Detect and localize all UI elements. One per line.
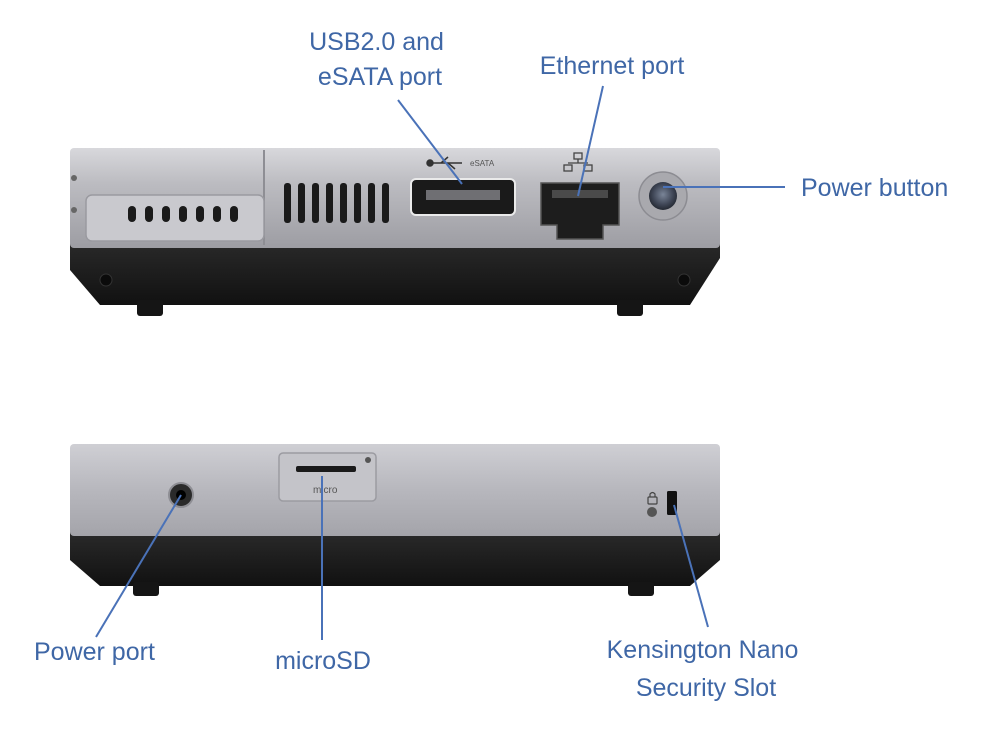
vent-slot xyxy=(284,183,291,223)
lock-icon xyxy=(647,491,658,517)
label-usb-esata-line2: eSATA port xyxy=(318,63,442,91)
rear-screw-right xyxy=(677,273,691,287)
front-foot-left xyxy=(133,582,159,596)
leader-power-port xyxy=(95,494,182,638)
label-kensington-line1: Kensington Nano xyxy=(607,636,799,664)
label-ethernet: Ethernet port xyxy=(540,52,685,80)
vent-slot xyxy=(382,183,389,223)
vent-slot xyxy=(162,206,170,222)
lock-icon-shackle xyxy=(649,491,656,497)
leader-usb-esata xyxy=(397,99,463,185)
leader-kensington xyxy=(673,504,709,628)
network-icon-node xyxy=(563,164,573,172)
power-button-face xyxy=(649,182,677,210)
rear-foot-left xyxy=(137,300,163,316)
usb-esata-port: eSATA xyxy=(410,156,516,216)
vent-slot xyxy=(312,183,319,223)
rear-screw-left xyxy=(99,273,113,287)
microsd-slot-screw xyxy=(365,457,371,463)
usb-esata-port-tongue xyxy=(426,190,500,200)
vent-slot xyxy=(179,206,187,222)
vent-slot xyxy=(354,183,361,223)
usb-icon-dot xyxy=(426,159,434,167)
kensington-k-icon xyxy=(647,507,657,517)
front-foot-right xyxy=(628,582,654,596)
microsd-slot-bezel xyxy=(278,452,377,502)
label-usb-esata-line1: USB2.0 and xyxy=(309,28,444,56)
leader-lines xyxy=(95,85,785,640)
label-microsd: microSD xyxy=(275,647,371,675)
rear-left-vent xyxy=(128,206,238,222)
microsd-slot: micro xyxy=(278,452,377,502)
micro-mark: micro xyxy=(313,485,338,496)
vent-slot xyxy=(196,206,204,222)
vent-slot xyxy=(340,183,347,223)
vent-slot xyxy=(230,206,238,222)
usb-icon-branch xyxy=(447,162,456,170)
vent-slot xyxy=(298,183,305,223)
usb-icon xyxy=(426,156,462,170)
vent-slot xyxy=(128,206,136,222)
rear-black-base xyxy=(70,240,720,305)
label-kensington-line2: Security Slot xyxy=(636,674,776,702)
front-silver-body xyxy=(70,444,720,536)
label-power-button: Power button xyxy=(801,174,948,202)
ethernet-port-contacts xyxy=(552,190,608,198)
rear-right-vent xyxy=(284,183,389,223)
vent-slot xyxy=(213,206,221,222)
rear-side-mark-1 xyxy=(71,175,77,181)
front-black-base xyxy=(70,532,720,586)
label-power-port: Power port xyxy=(34,638,155,666)
esata-mark: eSATA xyxy=(470,159,495,168)
leader-ethernet xyxy=(577,85,604,197)
front-panel-view: micro xyxy=(70,444,720,596)
vent-slot xyxy=(326,183,333,223)
label-kensington: Kensington Nano Security Slot xyxy=(607,636,806,702)
power-button xyxy=(638,171,688,221)
ethernet-port xyxy=(540,152,620,240)
rear-panel-view: eSATA xyxy=(70,148,720,316)
vent-slot xyxy=(368,183,375,223)
vent-slot xyxy=(145,206,153,222)
rear-side-mark-2 xyxy=(71,207,77,213)
label-usb-esata: USB2.0 and eSATA port xyxy=(309,28,451,91)
rear-foot-right xyxy=(617,300,643,316)
microsd-slot-opening xyxy=(296,466,356,472)
lock-icon-body xyxy=(647,496,658,505)
callout-labels: USB2.0 and eSATA port Ethernet port Powe… xyxy=(34,28,948,702)
